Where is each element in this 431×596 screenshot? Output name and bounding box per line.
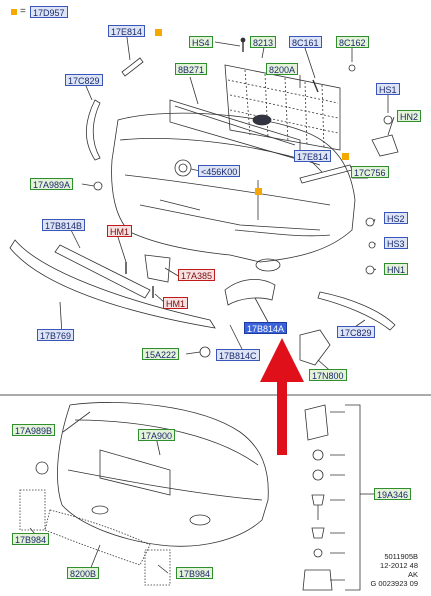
callout-17b814b[interactable]: 17B814B [42,219,86,231]
mesh-8200b [44,509,151,566]
callout-17b814c[interactable]: 17B814C [216,349,260,361]
bracket-17n800 [299,329,331,366]
callout-17b769[interactable]: 17B769 [37,329,75,341]
callout-8213[interactable]: 8213 [250,36,277,48]
footer-date: 12-2012 48 [380,561,418,570]
callout-17e814[interactable]: 17E814 [108,25,146,37]
callout-hn2[interactable]: HN2 [397,110,422,122]
callout-8200a[interactable]: 8200A [266,63,299,75]
grille-frame-8b271 [169,99,301,161]
right-spoiler-17c829 [317,291,396,331]
red-up-arrow-icon [260,338,304,455]
badge-oval [252,114,272,126]
footer-catalog: G 0023923 09 [370,579,418,588]
left-moulding-17c829 [85,99,101,161]
callout-17a385[interactable]: 17A385 [178,269,216,281]
callout-17b984-right[interactable]: 17B984 [176,567,214,579]
callout-8b271[interactable]: 8B271 [175,63,208,75]
callout-8c161[interactable]: 8C161 [289,36,322,48]
callout-17c829[interactable]: 17C829 [65,74,103,86]
callout-hs2[interactable]: HS2 [384,212,408,224]
round-emblem [174,159,192,177]
orange-marker-icon [11,9,17,15]
callout-17e814-right[interactable]: 17E814 [294,150,332,162]
legend-equals: = [20,6,26,17]
strip-17e814-right [299,164,353,184]
callout-456k00[interactable]: <456K00 [198,165,241,177]
callout-17c829-right[interactable]: 17C829 [337,326,375,338]
bracket-17a385 [144,254,171,283]
bumper-cover-top [111,112,356,263]
footer-reference: 5011905B 12-2012 48 AK G 0023923 09 [358,552,418,588]
legend-code[interactable]: 17D957 [30,6,68,18]
callout-hs3[interactable]: HS3 [384,237,408,249]
callout-hs4[interactable]: HS4 [189,36,213,48]
callout-17c756[interactable]: 17C756 [351,166,389,178]
callout-8200b[interactable]: 8200B [67,567,100,579]
footer-code: AK [407,570,418,579]
callout-17b984-left[interactable]: 17B984 [12,533,50,545]
orange-marker-icon [155,29,162,36]
strip-17e814-left [121,57,144,77]
mesh-17b984-left [19,489,46,531]
callout-17n800[interactable]: 17N800 [309,369,347,381]
callout-17a989a[interactable]: 17A989A [30,178,74,190]
bumper-cover-bottom [57,402,269,547]
bracket-17b814b [54,244,151,299]
callout-17a900[interactable]: 17A900 [138,429,176,441]
callout-15a222[interactable]: 15A222 [142,348,180,360]
callout-19a346[interactable]: 19A346 [374,488,412,500]
fog-frame-17b814a [224,279,276,306]
footer-ref: 5011905B [384,552,418,561]
grille-mesh-8200a [224,64,341,151]
orange-marker-icon [255,188,262,195]
mesh-17b984-right [144,549,171,586]
orange-marker-icon [342,153,349,160]
callout-17a989b[interactable]: 17A989B [12,424,56,436]
callout-8c162[interactable]: 8C162 [336,36,369,48]
callout-hn1[interactable]: HN1 [384,263,409,275]
callout-hm1-lower[interactable]: HM1 [163,297,189,309]
lower-spoiler-17b769 [9,239,216,329]
callout-hs1[interactable]: HS1 [376,83,400,95]
callout-hm1-upper[interactable]: HM1 [107,225,133,237]
callout-17b814a[interactable]: 17B814A [244,322,288,334]
